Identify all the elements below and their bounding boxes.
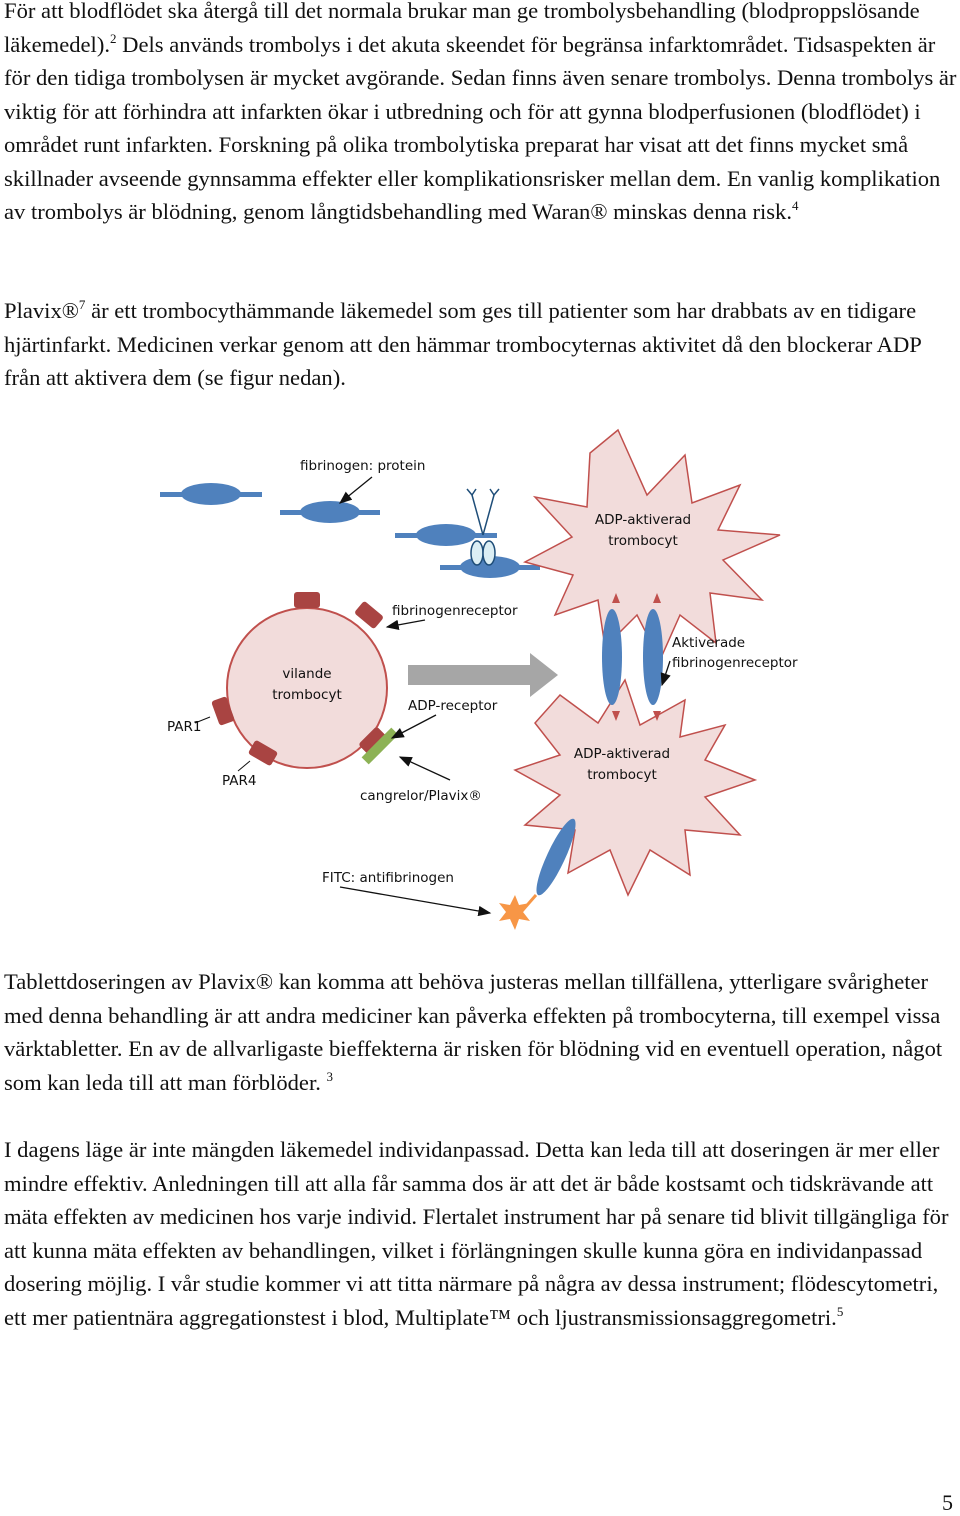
activated-platelet-top-label-line2: trombocyt: [608, 533, 678, 549]
activated-receptor-label-line1: Aktiverade: [672, 635, 745, 651]
fibrinogen-bridge: [602, 593, 663, 721]
paragraph-thrombolysis: För att blodflödet ska återgå till det n…: [4, 0, 959, 229]
adp-receptor-label: ADP-receptor: [408, 698, 498, 714]
plavix-bar: [361, 727, 399, 765]
activated-platelet-top-label-line1: ADP-aktiverad: [595, 512, 691, 528]
paragraph-text: Tablettdoseringen av Plavix® kan komma a…: [4, 969, 943, 1095]
fibrinogen-receptor-arrow: [385, 619, 426, 630]
paragraph-plavix: Plavix®7 är ett trombocythämmande läkeme…: [4, 294, 959, 395]
paragraph-dosage: Tablettdoseringen av Plavix® kan komma a…: [4, 965, 959, 1099]
paragraph-text: I dagens läge är inte mängden läkemedel …: [4, 1137, 949, 1330]
fibrinogen-receptor: [294, 592, 320, 608]
figure-diagram: fibrinogen: protein vilande trombocyt: [160, 428, 798, 930]
paragraph-text: För att blodflödet ska återgå till det n…: [4, 0, 920, 57]
paragraph-text: Plavix®: [4, 298, 79, 323]
fibrinogen-protein: [160, 483, 262, 505]
par1-label: PAR1: [167, 719, 201, 735]
par4-leader: [237, 760, 251, 772]
reference-superscript: 7: [78, 297, 86, 312]
activated-platelet-bottom-label-line2: trombocyt: [587, 767, 657, 783]
activated-platelet-bottom: ADP-aktiverad trombocyt: [513, 678, 758, 897]
fibrinogen-receptor-label: fibrinogenreceptor: [392, 603, 518, 619]
reference-superscript: 3: [326, 1068, 334, 1084]
arrow-icon: [408, 653, 558, 697]
fitc-label: FITC: antifibrinogen: [322, 870, 454, 886]
par4-label: PAR4: [222, 773, 256, 789]
reference-superscript: 5: [836, 1303, 844, 1319]
platelet-activation-figure: fibrinogen: protein vilande trombocyt: [150, 425, 810, 935]
cangrelor-arrow: [398, 756, 451, 781]
adp-receptor: [359, 727, 387, 755]
cangrelor-label: cangrelor/Plavix®: [360, 788, 482, 804]
paragraph-study: I dagens läge är inte mängden läkemedel …: [4, 1133, 959, 1334]
paragraph-text: är ett trombocythämmande läkemedel som g…: [4, 298, 922, 390]
fibrinogen-label: fibrinogen: protein: [300, 458, 425, 474]
resting-platelet-label-line1: vilande: [282, 666, 331, 682]
scissors-icon: [466, 488, 500, 566]
fibrinogen-receptor: [355, 601, 383, 629]
adp-receptor-arrow: [390, 714, 437, 739]
par1-leader: [194, 716, 211, 724]
activated-platelet-bottom-label-line1: ADP-aktiverad: [574, 746, 670, 762]
fitc-arrow: [339, 886, 492, 917]
par4-receptor: [248, 740, 278, 766]
fibrinogen-protein: [395, 524, 497, 546]
paragraph-text: Dels används trombolys i det akuta skeen…: [4, 31, 957, 225]
activated-receptor-label-line2: fibrinogenreceptor: [672, 655, 798, 671]
activated-platelet-top: ADP-aktiverad trombocyt: [522, 428, 781, 662]
reference-superscript: 2: [110, 30, 117, 46]
starburst-icon: [499, 895, 530, 930]
par1-receptor: [211, 696, 235, 726]
page-number: 5: [942, 1490, 953, 1515]
resting-platelet: vilande trombocyt: [226, 607, 388, 769]
fibrinogen-arrow: [338, 476, 373, 504]
activated-receptor-arrow: [660, 660, 671, 687]
resting-platelet-label-line2: trombocyt: [272, 687, 342, 703]
fibrinogen-protein: [280, 501, 380, 523]
reference-superscript: 4: [792, 198, 799, 213]
